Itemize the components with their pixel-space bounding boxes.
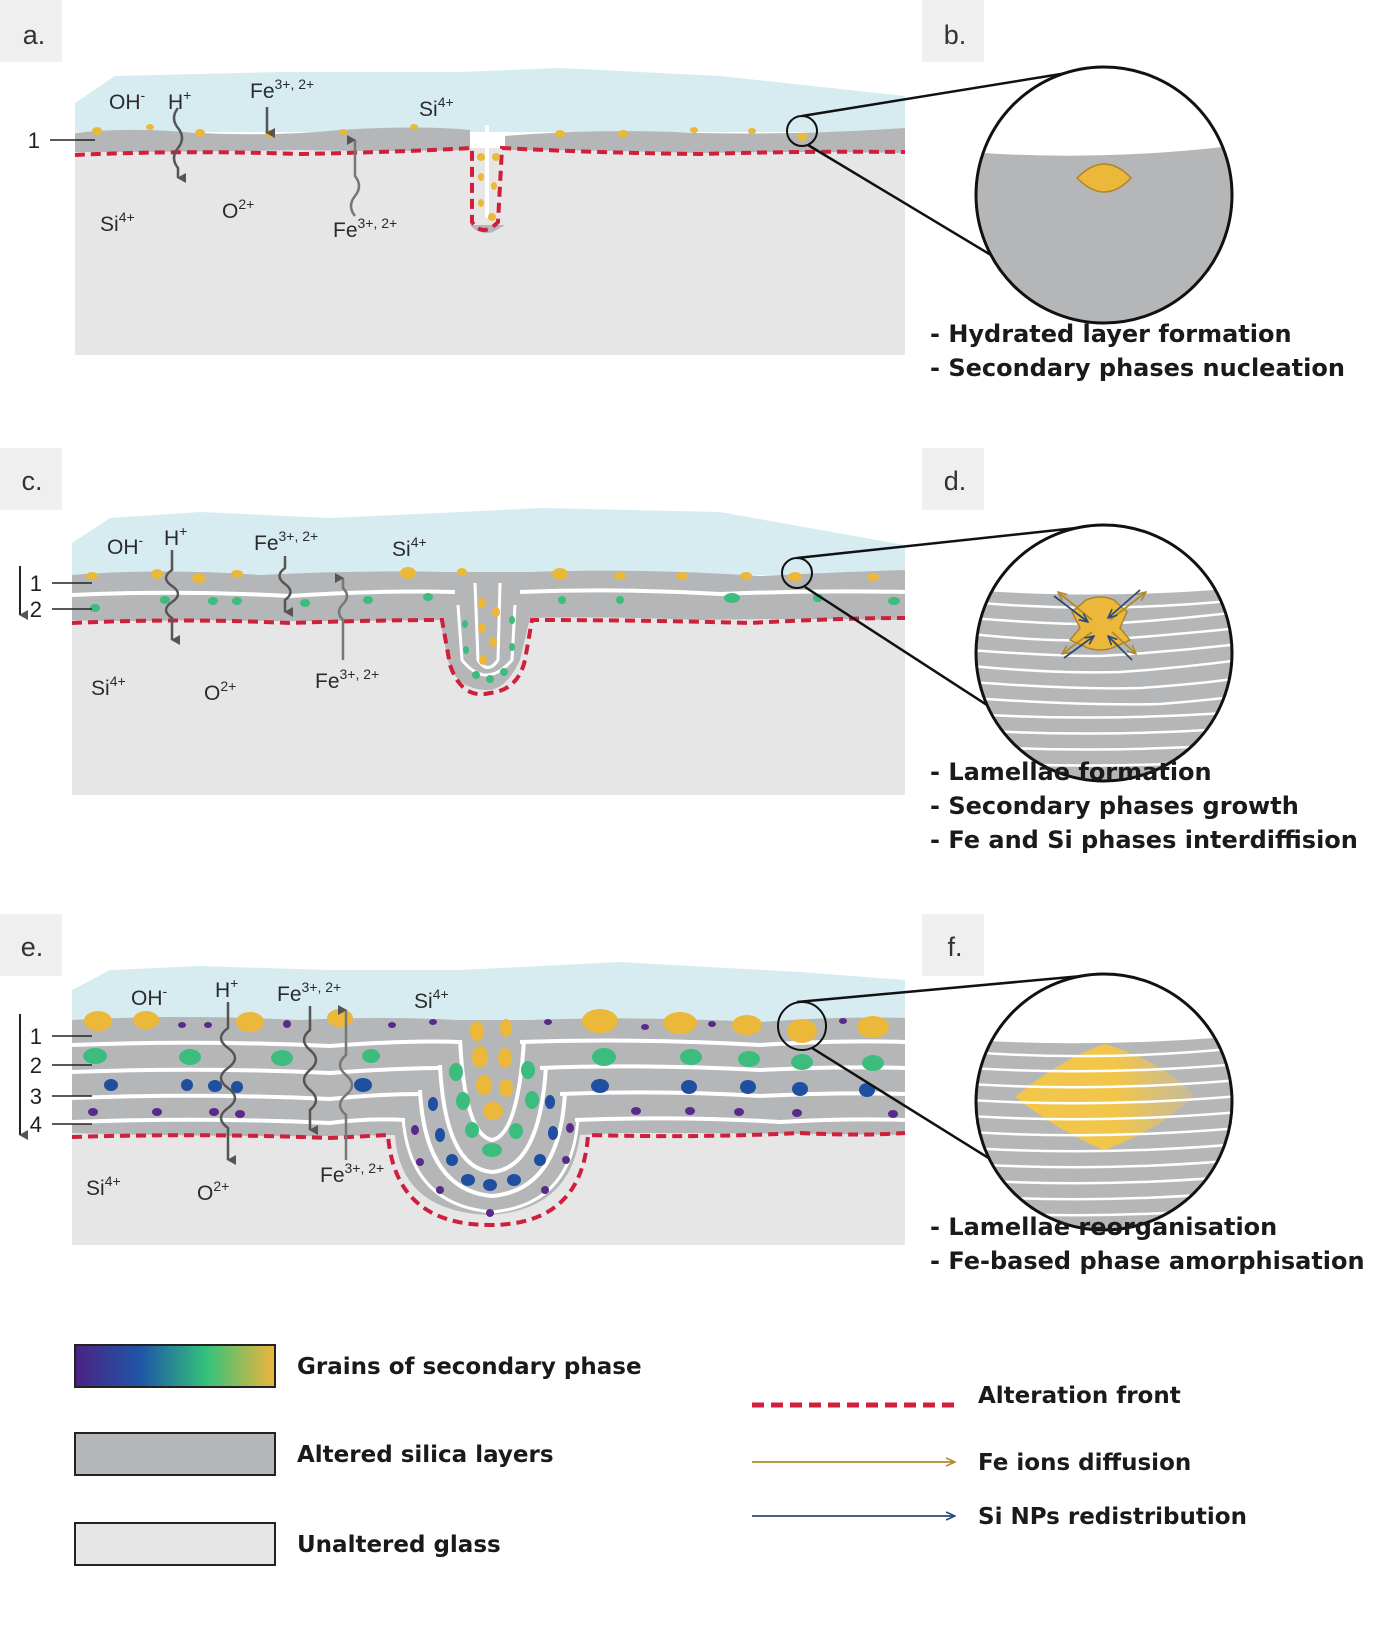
legend-label-grains: Grains of secondary phase [297, 1354, 642, 1380]
bullet-line: - Lamellae reorganisation [930, 1213, 1277, 1241]
panel-tag-d: d. [944, 466, 967, 496]
ion-si-top: Si4+ [392, 534, 427, 561]
h-ion-arrow [164, 550, 180, 645]
ion-oh: OH- [131, 983, 168, 1010]
legend-swatch-grains [74, 1344, 276, 1388]
layer-label-2: 2 [30, 597, 42, 622]
panel-tag-box [922, 914, 984, 976]
grains-gold [84, 1009, 889, 1120]
ion-fe-bottom: Fe3+, 2+ [333, 215, 397, 242]
ion-fe-top: Fe3+, 2+ [250, 76, 314, 103]
h-ion-arrow [172, 107, 186, 183]
ion-oh: OH- [109, 87, 146, 114]
panel-tag-e: e. [21, 932, 44, 962]
panel-tag-f: f. [947, 932, 962, 962]
bullet-line: - Lamellae formation [930, 758, 1212, 786]
fe-up-arrow [347, 135, 361, 217]
bullet-line: - Fe and Si phases interdiffision [930, 826, 1358, 854]
lamellae-gaps [71, 1038, 906, 1214]
panel-tag-box [922, 448, 984, 510]
ion-fe-top: Fe3+, 2+ [277, 979, 341, 1006]
legend-label-unaltered: Unaltered glass [297, 1532, 501, 1558]
legend-swatch-unaltered [74, 1522, 276, 1566]
legend: Grains of secondary phase Altered silica… [74, 1344, 1247, 1566]
zoom-circle [974, 523, 1234, 783]
fe-down-arrow [278, 556, 293, 617]
water-layer [75, 68, 905, 132]
zoom-circle [974, 65, 1234, 325]
panel-tag-c: c. [21, 466, 42, 496]
panel-tag-b: b. [944, 20, 967, 50]
nucleated-grain [1075, 163, 1133, 193]
legend-label-fe-diffusion: Fe ions diffusion [978, 1450, 1191, 1476]
layer-label-3: 3 [30, 1084, 42, 1109]
ion-fe-bottom: Fe3+, 2+ [315, 666, 379, 693]
water-layer [72, 962, 905, 1025]
panel-b: b. - Hydrated layer formation - Secondar… [922, 0, 1345, 382]
fe-down-arrow [302, 1006, 318, 1135]
ion-h: H+ [164, 523, 187, 550]
alteration-front [71, 1130, 906, 1228]
ion-o-glass: O2+ [197, 1178, 229, 1205]
fe-up-arrow [335, 573, 349, 660]
panel-tag-box [0, 0, 62, 62]
panel-tag-box [922, 0, 984, 62]
panel-tag-a: a. [23, 20, 46, 50]
panel-c: c. [0, 448, 1105, 795]
layer-label-1: 1 [30, 571, 42, 596]
fe-up-arrow [338, 1005, 354, 1160]
legend-swatch-altered [74, 1432, 276, 1476]
bullet-line: - Fe-based phase amorphisation [930, 1247, 1365, 1275]
ion-o-glass: O2+ [222, 196, 254, 223]
si-redistribution-arrows [1053, 589, 1141, 661]
layer-label-1: 1 [28, 128, 40, 153]
ion-si-glass: Si4+ [91, 673, 126, 700]
h-ion-arrow [219, 1002, 237, 1165]
ion-si-glass: Si4+ [100, 209, 135, 236]
water-layer [72, 508, 905, 575]
alteration-front [71, 616, 906, 697]
zoom-line [796, 972, 1105, 1004]
grains-blue [104, 1078, 875, 1191]
panel-a: a. 1 OH- H+ Fe3+, 2+ Si4+ Fe3+, 2+ Si4+ … [0, 0, 1105, 355]
ion-h: H+ [168, 87, 191, 114]
grains-growth-gold [86, 567, 879, 665]
ion-fe-top: Fe3+, 2+ [254, 528, 318, 555]
altered-silica-layer [75, 127, 905, 234]
unaltered-glass [75, 148, 905, 355]
panel-tag-box [0, 914, 62, 976]
zoom-circle [974, 972, 1234, 1232]
zoom-line [801, 65, 1105, 118]
bullet-line: - Secondary phases growth [930, 792, 1299, 820]
layer-label-2: 2 [30, 1053, 42, 1078]
panel-f: f. - Lamellae reorganisation - Fe-based … [922, 914, 1365, 1275]
alteration-front [74, 145, 906, 232]
layer-label-4: 4 [30, 1112, 42, 1137]
ion-si-glass: Si4+ [86, 1173, 121, 1200]
ion-o-glass: O2+ [204, 678, 236, 705]
legend-label-si-redistribution: Si NPs redistribution [978, 1504, 1247, 1530]
layer-label-1: 1 [30, 1024, 42, 1049]
ion-fe-bottom: Fe3+, 2+ [320, 1160, 384, 1187]
bullet-line: - Secondary phases nucleation [930, 354, 1345, 382]
ion-si-top: Si4+ [414, 986, 449, 1013]
zoom-altered-layer [976, 145, 1232, 323]
legend-label-altered: Altered silica layers [297, 1442, 554, 1468]
ion-si-top: Si4+ [419, 94, 454, 121]
grains-green [83, 1048, 884, 1157]
ion-h: H+ [215, 975, 238, 1002]
legend-label-front: Alteration front [978, 1383, 1181, 1409]
panel-tag-box [0, 448, 62, 510]
grains-growth-green [90, 593, 900, 683]
panel-d: d. [922, 448, 1358, 854]
ion-oh: OH- [107, 532, 144, 559]
altered-silica-layer [72, 570, 905, 691]
grains-purple [88, 1018, 898, 1217]
panel-e: e. [0, 914, 1105, 1245]
zoom-line [796, 523, 1105, 560]
bullet-line: - Hydrated layer formation [930, 320, 1292, 348]
